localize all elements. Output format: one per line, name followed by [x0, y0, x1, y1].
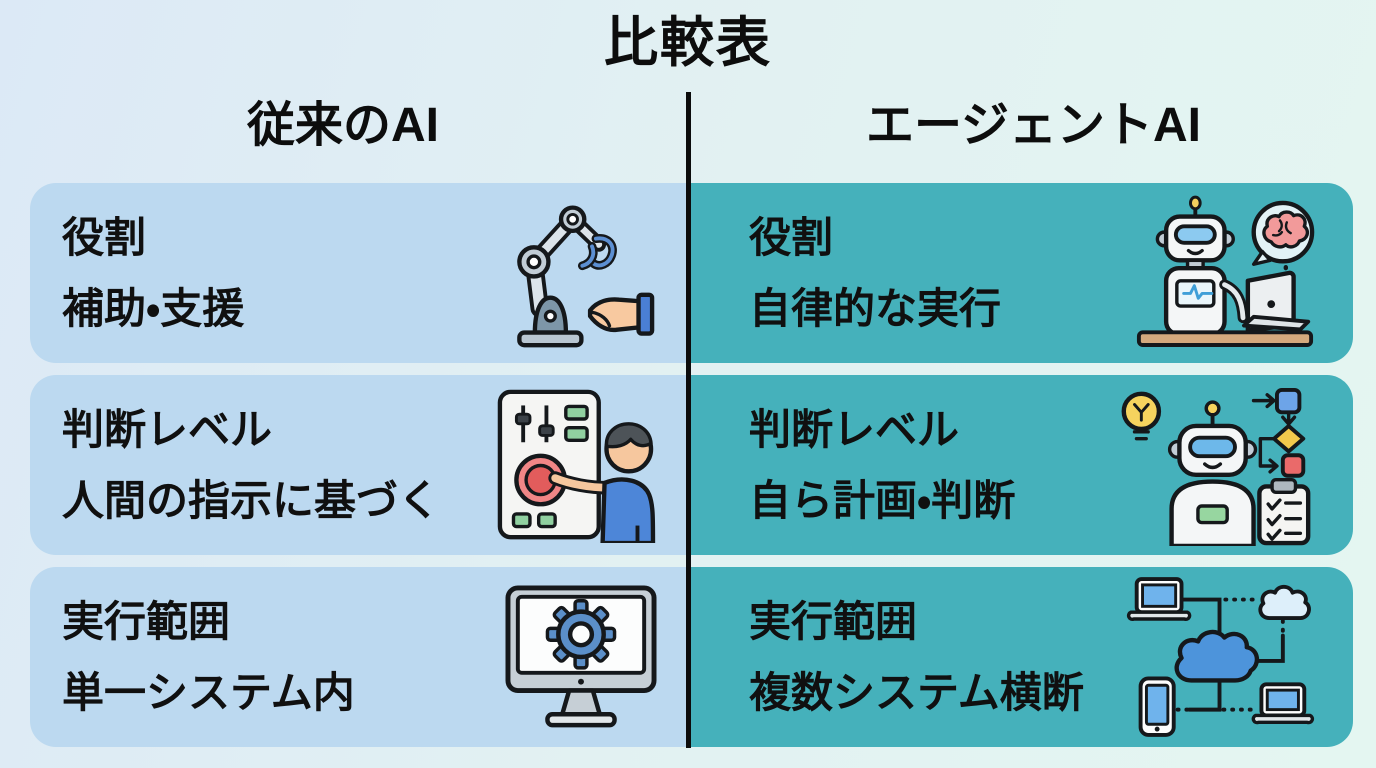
card-traditional-role: 役割 補助・支援: [30, 183, 686, 363]
card-text: 役割 自律的な実行: [749, 202, 1135, 344]
robot-plan-checklist-icon: [1115, 385, 1315, 546]
robot-arm-hand-icon: [495, 196, 660, 351]
center-divider: [686, 92, 691, 748]
row-label: 役割: [749, 214, 834, 261]
control-panel-operator-icon: [490, 388, 660, 543]
row-label: 実行範囲: [749, 598, 918, 645]
card-agent-scope: 実行範囲 複数システム横断: [691, 567, 1353, 747]
row-value: 複数システム横断: [749, 669, 1084, 716]
card-agent-role: 役割 自律的な実行: [691, 183, 1353, 363]
multi-device-cloud-network-icon: [1125, 575, 1315, 739]
row-label: 実行範囲: [62, 598, 231, 645]
row-value: 人間の指示に基づく: [62, 477, 441, 524]
monitor-gear-icon: [502, 582, 660, 732]
row-value: 補助・支援: [62, 285, 245, 332]
card-text: 役割 補助・支援: [62, 202, 495, 344]
page-title: 比較表: [604, 13, 772, 73]
row-value: 自律的な実行: [749, 285, 1002, 332]
card-agent-judgment: 判断レベル 自ら計画・判断: [691, 375, 1353, 555]
row-label: 判断レベル: [62, 406, 273, 453]
row-label: 判断レベル: [749, 406, 960, 453]
card-text: 判断レベル 自ら計画・判断: [749, 394, 1115, 536]
robot-laptop-brain-icon: [1135, 195, 1315, 351]
column-header-traditional-ai: 従来のAI: [246, 99, 439, 152]
row-value: 単一システム内: [62, 669, 355, 716]
card-text: 実行範囲 複数システム横断: [749, 586, 1125, 728]
card-text: 判断レベル 人間の指示に基づく: [62, 394, 490, 536]
card-text: 実行範囲 単一システム内: [62, 586, 502, 728]
row-value: 自ら計画・判断: [749, 477, 1016, 524]
card-traditional-scope: 実行範囲 単一システム内: [30, 567, 686, 747]
column-header-agent-ai: エージェントAI: [865, 99, 1202, 152]
card-traditional-judgment: 判断レベル 人間の指示に基づく: [30, 375, 686, 555]
row-label: 役割: [62, 214, 147, 261]
